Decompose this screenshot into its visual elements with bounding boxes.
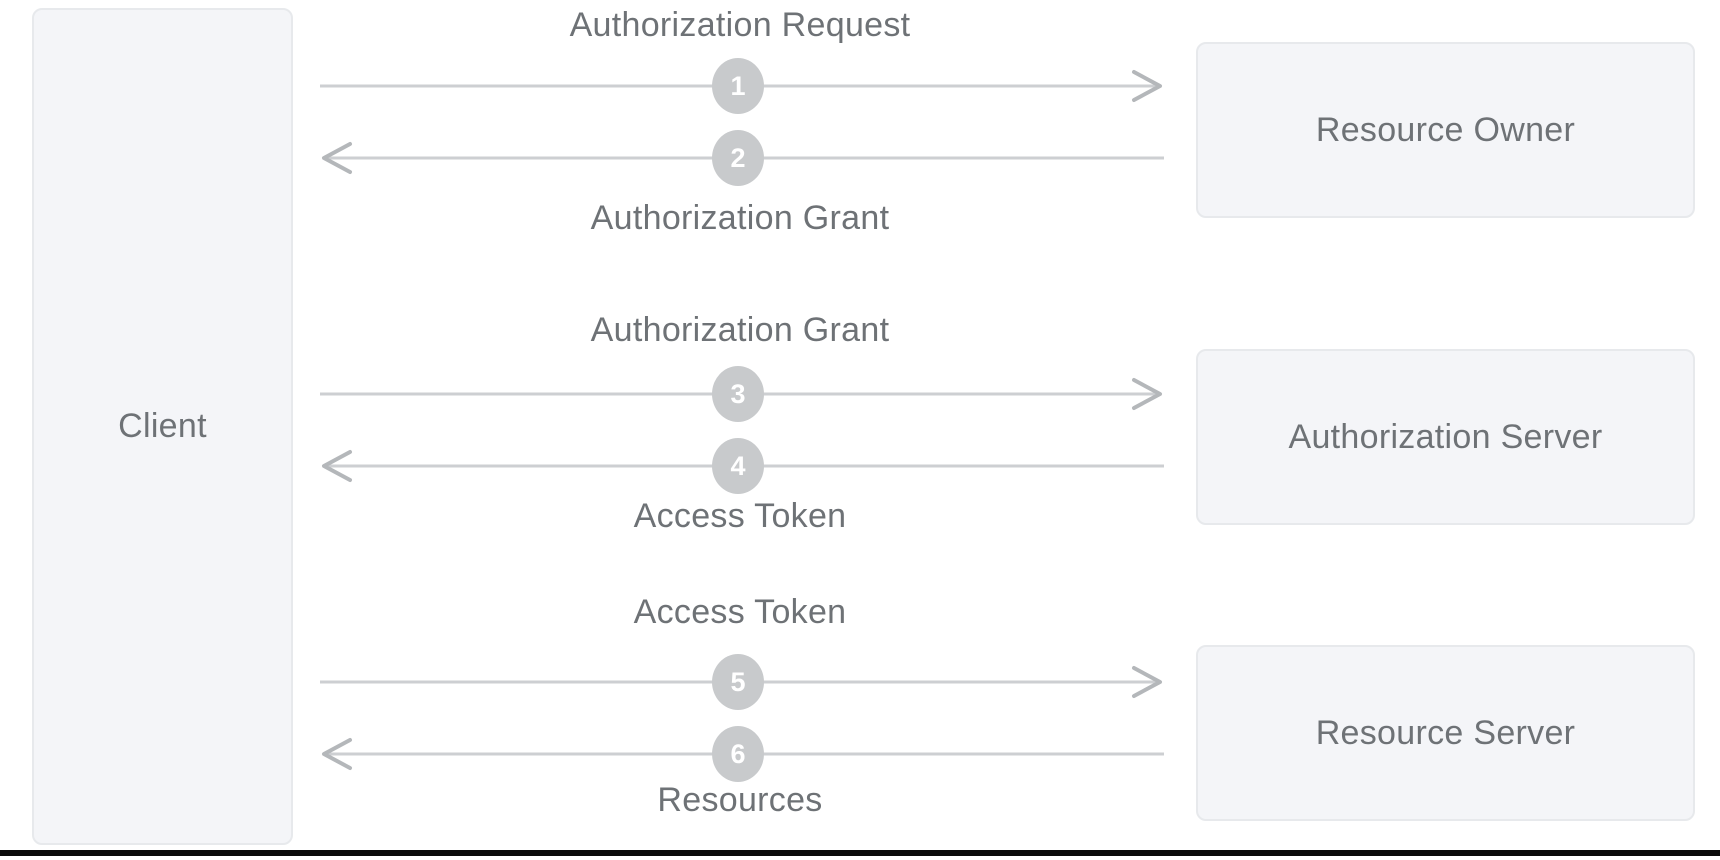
client-box: Client [32,8,293,845]
step-number-5: 5 [730,666,746,697]
step-number-6: 6 [730,738,746,769]
step-badge-3: 3 [712,366,764,422]
actor-label-resource-server: Resource Server [1315,713,1576,752]
actor-box-authorization-server: Authorization Server [1196,349,1695,525]
step-badge-6: 6 [712,726,764,782]
step-number-1: 1 [730,70,746,101]
flow1-bottom-label: Authorization Grant [590,199,890,237]
step-number-2: 2 [730,142,746,173]
bottom-border [0,850,1720,856]
flow1-top-label: Authorization Request [569,6,911,44]
step-badge-1: 1 [712,58,764,114]
flow2-top-label: Authorization Grant [590,311,890,349]
actor-box-resource-owner: Resource Owner [1196,42,1695,218]
flow3-bottom-label: Resources [657,781,823,819]
step-badge-5: 5 [712,654,764,710]
actor-label-resource-owner: Resource Owner [1315,110,1576,149]
client-label: Client [118,407,207,445]
step-badge-4: 4 [712,438,764,494]
step-number-3: 3 [730,378,746,409]
step-number-4: 4 [730,450,746,481]
step-badge-2: 2 [712,130,764,186]
actor-label-authorization-server: Authorization Server [1288,417,1603,456]
flow3-top-label: Access Token [633,593,847,631]
actor-box-resource-server: Resource Server [1196,645,1695,821]
flow2-bottom-label: Access Token [633,497,847,535]
